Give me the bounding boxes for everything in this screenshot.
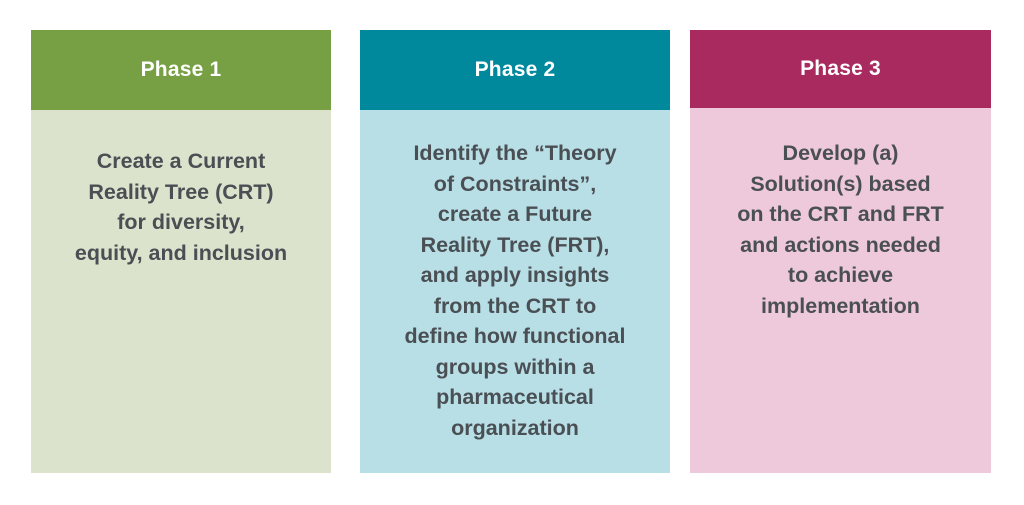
phase-2-body: Identify the “Theory of Constraints”, cr…	[360, 110, 670, 473]
phase-card-2: Phase 2 Identify the “Theory of Constrai…	[360, 30, 670, 473]
phase-1-header: Phase 1	[31, 30, 331, 110]
phase-2-header: Phase 2	[360, 30, 670, 110]
phase-card-1: Phase 1 Create a Current Reality Tree (C…	[31, 30, 331, 473]
phase-card-3: Phase 3 Develop (a) Solution(s) based on…	[690, 30, 991, 473]
phase-3-body: Develop (a) Solution(s) based on the CRT…	[690, 108, 991, 473]
phase-3-header: Phase 3	[690, 30, 991, 108]
phase-3-body-text: Develop (a) Solution(s) based on the CRT…	[737, 141, 944, 318]
phase-2-body-text: Identify the “Theory of Constraints”, cr…	[404, 141, 626, 440]
phase-1-body: Create a Current Reality Tree (CRT) for …	[31, 110, 331, 473]
phase-1-body-text: Create a Current Reality Tree (CRT) for …	[74, 149, 288, 265]
